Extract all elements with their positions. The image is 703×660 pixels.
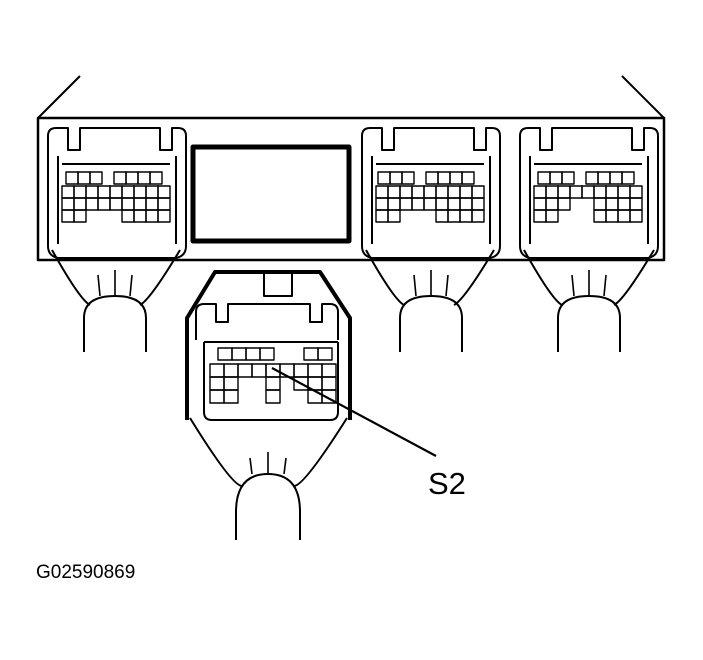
figure-id: G02590869 [36, 562, 136, 583]
connector-2 [185, 270, 437, 540]
connector-4 [519, 127, 659, 352]
s2-leader-line [271, 367, 437, 457]
connector-1 [47, 127, 187, 352]
ecu-window [190, 144, 352, 244]
terminal-cavities [61, 171, 643, 404]
connector-3 [361, 127, 501, 352]
ecu-housing [36, 75, 666, 262]
terminal-label-s2: S2 [428, 466, 466, 501]
